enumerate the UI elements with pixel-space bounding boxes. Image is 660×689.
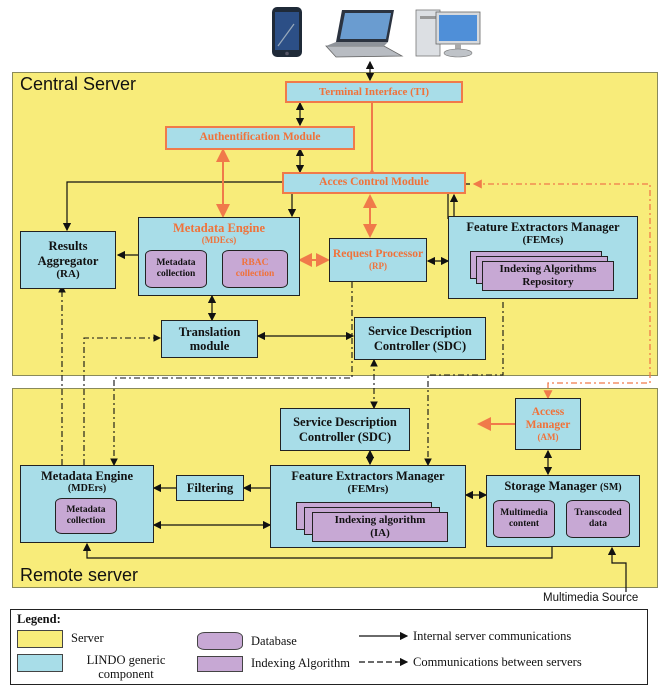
legend-line-samples xyxy=(359,631,409,667)
indexing-algorithm-remote: Indexing algorithm (IA) xyxy=(312,512,448,542)
multimedia-content-db: Multimedia content xyxy=(493,500,555,538)
filtering-label: Filtering xyxy=(186,480,234,495)
metadata-collection-remote-db-label: Metadata collection xyxy=(66,505,106,526)
metadata-engine-remote-abbr: (MDErs) xyxy=(67,483,107,495)
translation-module-label: Translation module xyxy=(178,324,241,353)
remote-server-title: Remote server xyxy=(20,565,139,585)
legend-server-label: Server xyxy=(71,631,104,645)
laptop-icon xyxy=(322,8,404,60)
fem-central-label: Feature Extractors Manager xyxy=(466,220,620,234)
legend-lindo-label: LINDO generic component xyxy=(86,653,166,681)
legend-title: Legend: xyxy=(17,612,61,626)
filtering: Filtering xyxy=(176,475,244,501)
transcoded-data-db: Transcoded data xyxy=(566,500,630,538)
request-processor-abbr: (RP) xyxy=(369,261,387,272)
metadata-engine-remote-label: Metadata Engine xyxy=(40,469,133,483)
metadata-collection-remote-db: Metadata collection xyxy=(55,498,117,534)
request-processor: Request Processor (RP) xyxy=(329,238,427,282)
legend-between-label: Communications between servers xyxy=(413,655,582,669)
legend-database-swatch xyxy=(197,632,243,650)
terminal-interface-label: Terminal Interface (TI) xyxy=(318,85,430,98)
access-manager-label: Access Manager xyxy=(525,405,571,431)
translation-module: Translation module xyxy=(161,320,258,358)
access-control-module: Acces Control Module xyxy=(282,172,466,194)
ia-remote-label: Indexing algorithm xyxy=(334,514,426,527)
ia-remote-abbr: (IA) xyxy=(370,527,390,539)
storage-manager-label: Storage Manager (SM) xyxy=(504,479,622,493)
legend-indexing-swatch xyxy=(197,656,243,672)
access-manager-abbr: (AM) xyxy=(537,432,559,443)
results-aggregator-abbr: (RA) xyxy=(56,268,80,281)
multimedia-source-label: Multimedia Source xyxy=(543,592,639,604)
authentification-module-label: Authentification Module xyxy=(199,131,321,144)
central-server-title: Central Server xyxy=(20,74,137,94)
metadata-collection-db: Metadata collection xyxy=(145,250,207,288)
legend-server-swatch xyxy=(17,630,63,648)
sdc-remote-label: Service Description Controller (SDC) xyxy=(293,415,397,444)
sdc-central-label: Service Description Controller (SDC) xyxy=(368,324,472,353)
metadata-engine-central-label: Metadata Engine xyxy=(172,221,265,235)
storage-manager-abbr: (SM) xyxy=(599,482,622,493)
fem-remote-label: Feature Extractors Manager xyxy=(291,469,445,483)
metadata-engine-central-abbr: (MDEcs) xyxy=(201,235,237,246)
transcoded-data-db-label: Transcoded data xyxy=(574,508,622,529)
access-manager: Access Manager (AM) xyxy=(515,398,581,450)
legend: Legend: Server LINDO generic component D… xyxy=(10,609,648,685)
metadata-collection-db-label: Metadata collection xyxy=(156,258,196,279)
multimedia-content-db-label: Multimedia content xyxy=(500,508,548,529)
legend-lindo-swatch xyxy=(17,654,63,672)
sdc-remote: Service Description Controller (SDC) xyxy=(280,408,410,451)
sdc-central: Service Description Controller (SDC) xyxy=(354,317,486,360)
request-processor-label: Request Processor xyxy=(332,248,424,261)
indexing-algorithms-repository: Indexing Algorithms Repository xyxy=(482,261,614,291)
fem-remote-abbr: (FEMrs) xyxy=(347,483,389,496)
rbac-collection-db-label: RBAC collection xyxy=(235,258,275,279)
terminal-interface: Terminal Interface (TI) xyxy=(285,81,463,103)
results-aggregator-label: Results Aggregator xyxy=(37,239,99,268)
results-aggregator: Results Aggregator (RA) xyxy=(20,231,116,289)
access-control-module-label: Acces Control Module xyxy=(319,176,429,189)
desktop-icon xyxy=(412,6,484,62)
smartphone-icon xyxy=(270,6,304,58)
legend-internal-label: Internal server communications xyxy=(413,629,572,643)
fem-central-abbr: (FEMcs) xyxy=(522,234,564,247)
rbac-collection-db: RBAC collection xyxy=(222,250,288,288)
authentification-module: Authentification Module xyxy=(165,126,355,150)
legend-indexing-label: Indexing Algorithm xyxy=(251,656,350,670)
legend-database-label: Database xyxy=(251,634,297,648)
ia-repository-label: Indexing Algorithms Repository xyxy=(499,263,597,288)
